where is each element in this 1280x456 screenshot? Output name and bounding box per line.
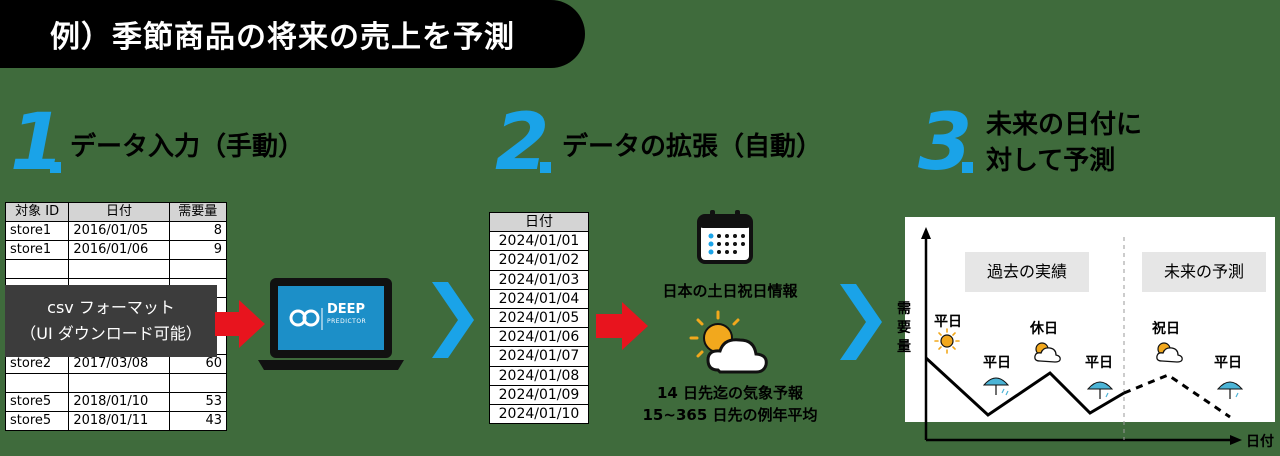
cell-demand: 60 <box>168 354 228 374</box>
calendar-caption: 日本の土日祝日情報 <box>662 282 798 300</box>
cell-target-id: store1 <box>4 240 70 260</box>
table-row: 2024/01/05 <box>489 307 589 329</box>
date-cell: 2024/01/04 <box>489 288 589 309</box>
cell-target-id <box>4 259 70 279</box>
table-row: 2024/01/03 <box>489 269 589 290</box>
day-label-holiday: 休日 <box>1030 321 1058 337</box>
past-series-line <box>924 356 1125 417</box>
date-cell: 2024/01/08 <box>489 365 589 386</box>
future-series-line <box>1123 373 1231 419</box>
csv-line2: （UI ダウンロード可能） <box>20 324 202 343</box>
cell-target-id: store5 <box>4 411 70 431</box>
umbrella-icon <box>982 377 1010 396</box>
table-row: 2024/01/07 <box>489 346 589 367</box>
step-2-label: データの拡張（自動） <box>562 132 823 162</box>
date-cell: 2024/01/03 <box>489 269 589 290</box>
table-row: 2024/01/01 <box>489 231 589 252</box>
cell-date <box>68 259 170 279</box>
cell-demand: 43 <box>168 411 228 431</box>
step-3-label-line2: 対して予測 <box>986 146 1116 176</box>
day-label-weekday: 平日 <box>1085 355 1113 371</box>
cell-demand: 8 <box>168 221 228 241</box>
step-1-label: データ入力（手動） <box>70 132 305 162</box>
sun-cloud-small-icon <box>1156 342 1183 363</box>
cell-demand <box>168 259 228 279</box>
cell-date: 2017/03/08 <box>68 354 170 374</box>
x-axis-label: 日付 <box>1246 434 1274 450</box>
cell-date: 2016/01/05 <box>68 221 170 241</box>
cell-demand: 53 <box>168 392 228 412</box>
weather-caption-line1: 14 日先迄の気象予報 <box>656 384 804 402</box>
cell-demand: 9 <box>168 240 228 260</box>
cell-date: 2018/01/10 <box>68 392 170 412</box>
sun-cloud-small-icon <box>1034 342 1061 363</box>
laptop-sub: PREDICTOR <box>327 318 367 325</box>
day-label-weekday: 平日 <box>934 314 962 330</box>
table-row: 2024/01/04 <box>489 288 589 309</box>
step-2-dot <box>540 162 551 173</box>
cell-date <box>68 373 170 393</box>
day-label-weekday: 平日 <box>1214 355 1242 371</box>
table-row: 2024/01/10 <box>489 403 589 425</box>
cell-target-id: store2 <box>4 354 70 374</box>
header-target-id: 対象 ID <box>4 202 70 222</box>
blue-chevron-1 <box>432 282 474 358</box>
header-date: 日付 <box>68 202 170 222</box>
step-3-dot <box>962 162 973 173</box>
csv-line1: csv フォーマット <box>47 298 175 317</box>
date-cell: 2024/01/01 <box>489 231 589 252</box>
red-arrow-1 <box>215 300 265 348</box>
future-label-chip: 未来の予測 <box>1142 252 1266 292</box>
y-axis-label: 需要量 <box>897 301 911 355</box>
cell-target-id <box>4 373 70 393</box>
step-3-label-line1: 未来の日付に <box>986 110 1143 140</box>
cell-target-id: store1 <box>4 221 70 241</box>
blue-chevron-2 <box>840 284 882 360</box>
weather-caption-line2: 15~365 日先の例年平均 <box>642 406 818 424</box>
cell-demand <box>168 373 228 393</box>
table-row <box>4 373 228 393</box>
day-label-public-holiday: 祝日 <box>1152 321 1180 337</box>
date-cell: 2024/01/02 <box>489 250 589 271</box>
past-label-chip: 過去の実績 <box>965 252 1089 292</box>
date-cell: 2024/01/10 <box>489 403 589 425</box>
input-table-header: 対象 ID 日付 需要量 <box>4 202 228 222</box>
day-label-weekday: 平日 <box>983 355 1011 371</box>
date-cell: 2024/01/05 <box>489 307 589 329</box>
step-1-dot <box>50 162 61 173</box>
laptop-icon <box>258 278 404 370</box>
laptop-brand: DEEP <box>327 302 366 317</box>
table-row <box>4 259 228 279</box>
date-cell: 2024/01/09 <box>489 384 589 405</box>
table-row: 2024/01/08 <box>489 365 589 386</box>
umbrella-icon <box>1086 381 1114 399</box>
cell-date: 2018/01/11 <box>68 411 170 431</box>
forecast-chart <box>921 227 1244 445</box>
date-cell: 2024/01/06 <box>489 327 589 348</box>
table-row: 2024/01/06 <box>489 327 589 348</box>
cell-date: 2016/01/06 <box>68 240 170 260</box>
cell-target-id: store5 <box>4 392 70 412</box>
sun-cloud-icon <box>689 310 768 374</box>
date-cell: 2024/01/07 <box>489 346 589 367</box>
sun-icon <box>934 328 960 354</box>
red-arrow-2 <box>596 302 648 350</box>
calendar-icon <box>697 210 753 264</box>
csv-format-box: csv フォーマット （UI ダウンロード可能） <box>5 285 217 357</box>
umbrella-icon <box>1216 381 1244 399</box>
page-title: 例）季節商品の将来の売上を予測 <box>0 0 585 68</box>
table-row: 2024/01/02 <box>489 250 589 271</box>
date-table-header: 日付 <box>489 211 589 233</box>
table-row: 2024/01/09 <box>489 384 589 405</box>
header-demand: 需要量 <box>168 202 228 222</box>
